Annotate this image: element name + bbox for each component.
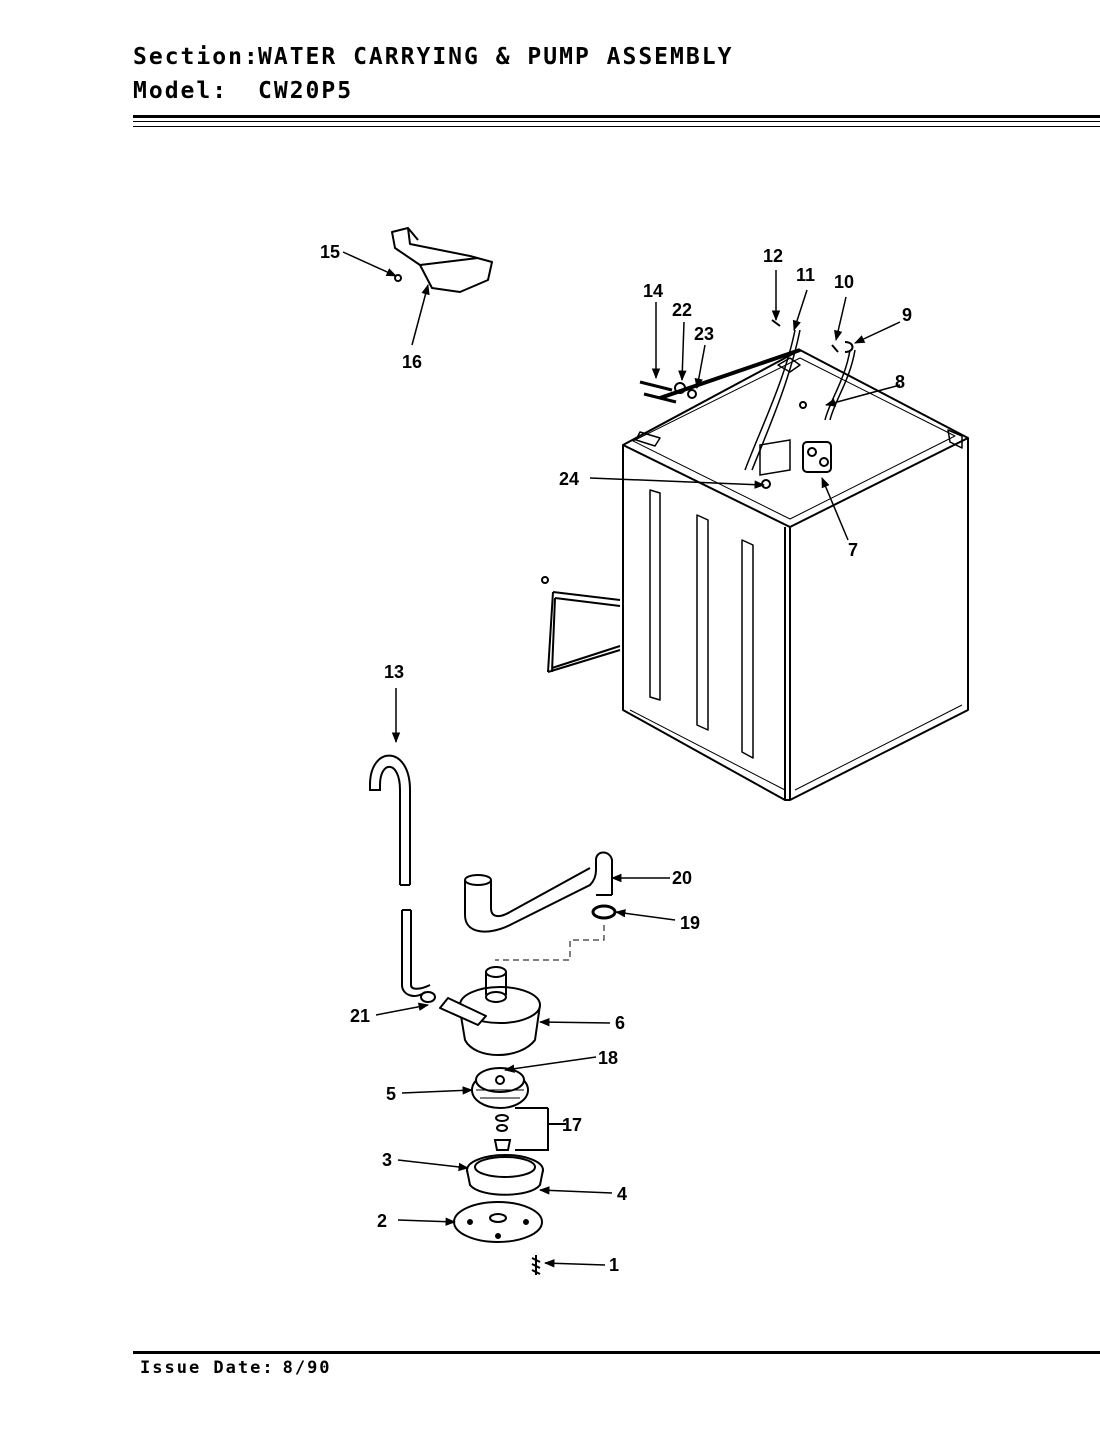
footer-rule	[133, 1351, 1100, 1354]
callout-4: 4	[617, 1184, 627, 1204]
assembly-guide-line	[495, 925, 605, 961]
callout-20: 20	[672, 868, 692, 888]
section-heading: Section:WATER CARRYING & PUMP ASSEMBLY	[133, 44, 733, 70]
water-valve	[802, 441, 832, 473]
callout-11: 11	[796, 265, 815, 285]
callout-17: 17	[562, 1115, 582, 1135]
callout-9: 9	[902, 305, 912, 325]
callout-7: 7	[848, 540, 858, 560]
header-rule-thin-2	[133, 126, 1100, 127]
model-number: CW20P5	[258, 78, 354, 104]
pump-screw	[531, 1255, 541, 1275]
callout-10: 10	[834, 272, 854, 292]
pump-outlet-hose	[464, 851, 613, 933]
callout-5: 5	[386, 1084, 396, 1104]
callout-19: 19	[680, 913, 700, 933]
cabinet	[622, 348, 969, 801]
section-title: WATER CARRYING & PUMP ASSEMBLY	[258, 44, 734, 70]
rear-bracket	[541, 576, 621, 673]
callout-18: 18	[598, 1048, 618, 1068]
callout-2: 2	[377, 1211, 387, 1231]
callout-8: 8	[895, 372, 905, 392]
pump-housing	[420, 966, 541, 1056]
callout-12: 12	[763, 246, 783, 266]
issue-date: Issue Date: 8/90	[140, 1358, 332, 1378]
callout-6: 6	[615, 1013, 625, 1033]
callout-3: 3	[382, 1150, 392, 1170]
callout-15: 15	[320, 242, 340, 262]
issue-date-label: Issue Date:	[140, 1358, 275, 1378]
callout-22: 22	[672, 300, 692, 320]
mounting-bracket	[391, 227, 493, 293]
seal-kit-bracket	[515, 1107, 566, 1151]
callout-23: 23	[694, 324, 714, 344]
inlet-hoses	[744, 329, 856, 476]
callout-13: 13	[384, 662, 404, 682]
callout-16: 16	[402, 352, 422, 372]
callout-1: 1	[609, 1255, 619, 1275]
callout-labels: 1 2 3 4 5 6 7 8 9 10 11 12 13 14 15 16 1…	[320, 242, 912, 1275]
callout-14: 14	[643, 281, 663, 301]
model-heading: Model: CW20P5	[133, 78, 353, 104]
pump-plate	[453, 1201, 543, 1243]
leader-lines	[342, 251, 901, 1268]
seal-kit	[493, 1114, 512, 1151]
impeller	[471, 1067, 529, 1109]
callout-21: 21	[350, 1006, 370, 1026]
section-label: Section:	[133, 44, 260, 70]
model-label: Model:	[133, 78, 229, 104]
callout-24: 24	[559, 469, 579, 489]
header-rule-thin	[133, 121, 1100, 122]
mounting-screws	[639, 380, 697, 404]
pump-cover	[466, 1154, 544, 1196]
issue-date-value: 8/90	[282, 1358, 332, 1378]
drain-hose	[369, 754, 431, 997]
header-rule-thick	[133, 115, 1100, 118]
hose-clamp	[591, 904, 617, 920]
